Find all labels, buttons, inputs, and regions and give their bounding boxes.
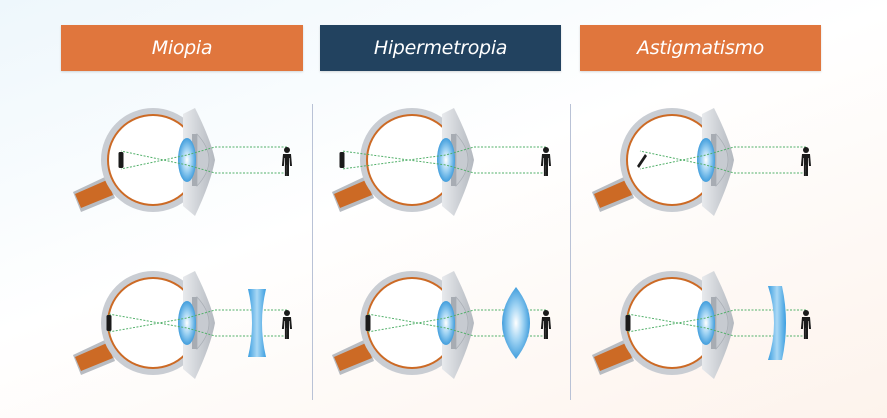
vitreous — [628, 116, 716, 204]
retinal-image — [625, 315, 631, 331]
eye-hipermetropia-uncorrected — [332, 108, 551, 216]
crystalline-lens — [437, 301, 455, 345]
optic-nerve — [334, 343, 372, 371]
person-silhouette-icon — [540, 147, 551, 176]
header-astigmatismo-label: Astigmatismo — [637, 37, 764, 59]
column-divider-2 — [570, 104, 571, 400]
anterior-chamber — [715, 296, 729, 350]
light-ray-bottom — [108, 313, 287, 337]
header-miopia: Miopia — [61, 25, 303, 71]
vitreous — [109, 279, 197, 367]
eye-astigmatismo-uncorrected — [592, 108, 811, 216]
concave-lens — [248, 289, 266, 357]
light-ray-top — [627, 309, 806, 333]
header-hipermetropia-label: Hipermetropia — [373, 37, 508, 59]
anterior-chamber — [455, 133, 469, 187]
optic-nerve — [594, 343, 632, 371]
crystalline-lens — [697, 301, 715, 345]
retinal-image — [106, 315, 112, 331]
light-ray-bottom — [341, 150, 546, 174]
person-silhouette-icon — [281, 310, 292, 339]
anterior-chamber — [455, 296, 469, 350]
vitreous — [628, 279, 716, 367]
crystalline-lens — [178, 301, 196, 345]
crystalline-lens — [437, 138, 455, 182]
vitreous — [368, 279, 456, 367]
person-silhouette-icon — [800, 147, 811, 176]
light-ray-top — [341, 146, 546, 170]
anterior-chamber — [196, 133, 210, 187]
person-silhouette-icon — [281, 147, 292, 176]
crystalline-lens — [697, 138, 715, 182]
anterior-chamber — [196, 296, 210, 350]
light-ray-top — [639, 146, 806, 170]
eye-miopia-uncorrected — [73, 108, 292, 216]
vitreous — [109, 116, 197, 204]
retinal-image — [339, 152, 345, 168]
light-ray-top — [108, 309, 287, 333]
light-ray-bottom — [120, 150, 287, 174]
eye-astigmatismo-corrected — [592, 271, 811, 379]
vitreous — [368, 116, 456, 204]
light-ray-top — [120, 146, 287, 170]
anterior-chamber — [715, 133, 729, 187]
column-divider-1 — [312, 104, 313, 400]
optic-nerve — [334, 180, 372, 208]
person-silhouette-icon — [800, 310, 811, 339]
header-miopia-label: Miopia — [151, 37, 213, 59]
optic-nerve — [75, 343, 113, 371]
header-astigmatismo: Astigmatismo — [580, 25, 821, 71]
retinal-image — [365, 315, 371, 331]
meniscus-lens — [768, 286, 786, 360]
retinal-image — [637, 154, 647, 168]
person-silhouette-icon — [540, 310, 551, 339]
light-ray-bottom — [627, 313, 806, 337]
retinal-image — [118, 152, 124, 168]
eye-hipermetropia-corrected — [332, 271, 551, 379]
optic-nerve — [594, 180, 632, 208]
header-hipermetropia: Hipermetropia — [320, 25, 561, 71]
eye-miopia-corrected — [73, 271, 292, 379]
convex-lens — [502, 287, 530, 359]
optic-nerve — [75, 180, 113, 208]
light-ray-bottom — [639, 150, 806, 174]
crystalline-lens — [178, 138, 196, 182]
